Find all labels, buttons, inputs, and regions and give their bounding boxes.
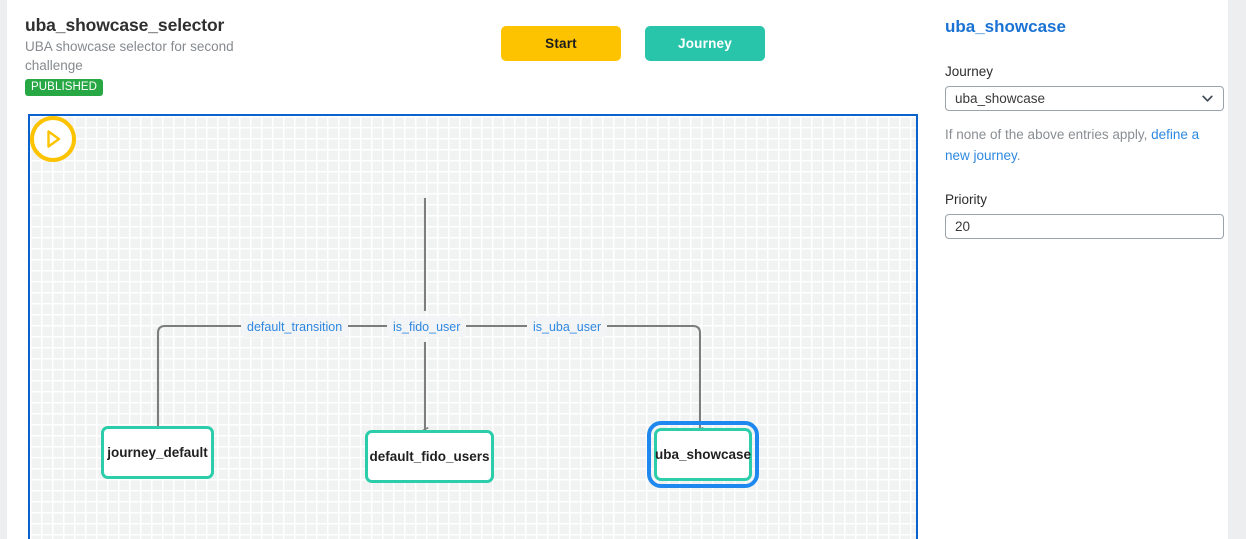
page-title: uba_showcase_selector (25, 15, 225, 35)
status-badge: PUBLISHED (25, 79, 104, 96)
priority-input[interactable] (945, 214, 1224, 239)
edge-label-is-fido-user[interactable]: is_fido_user (387, 317, 467, 337)
start-button[interactable]: Start (501, 26, 621, 61)
flow-header: uba_showcase_selector UBA showcase selec… (25, 14, 325, 96)
flow-canvas[interactable]: default_transition is_fido_user is_uba_u… (28, 114, 918, 539)
flow-connectors (30, 198, 916, 539)
edge-label-is-uba-user[interactable]: is_uba_user (527, 317, 608, 337)
helper-suffix: . (1016, 148, 1021, 163)
priority-field-label: Priority (945, 192, 988, 207)
journey-select[interactable]: uba_showcase (945, 86, 1224, 111)
toolbar: Start Journey (501, 26, 765, 61)
journey-select-wrap: uba_showcase (945, 86, 1224, 111)
journey-field-label: Journey (945, 64, 994, 79)
define-new-journey-link[interactable]: define a new journey (945, 127, 1200, 163)
flow-node-uba-showcase[interactable]: uba_showcase (647, 421, 759, 488)
flow-node-journey-default[interactable]: journey_default (101, 426, 214, 479)
play-circle-icon (47, 130, 61, 148)
details-panel: uba_showcase Journey uba_showcase If non… (945, 16, 1230, 239)
journey-helper-text: If none of the above entries apply, defi… (945, 124, 1225, 166)
main-card: uba_showcase_selector UBA showcase selec… (7, 0, 1228, 539)
panel-title: uba_showcase (945, 17, 1066, 36)
page-subtitle: UBA showcase selector for second challen… (25, 39, 234, 73)
journey-button[interactable]: Journey (645, 26, 765, 61)
start-node[interactable] (30, 116, 76, 162)
edge-label-default-transition[interactable]: default_transition (241, 317, 349, 337)
helper-prefix: If none of the above entries apply, (945, 127, 1152, 142)
flow-node-default-fido-users[interactable]: default_fido_users (365, 430, 494, 483)
